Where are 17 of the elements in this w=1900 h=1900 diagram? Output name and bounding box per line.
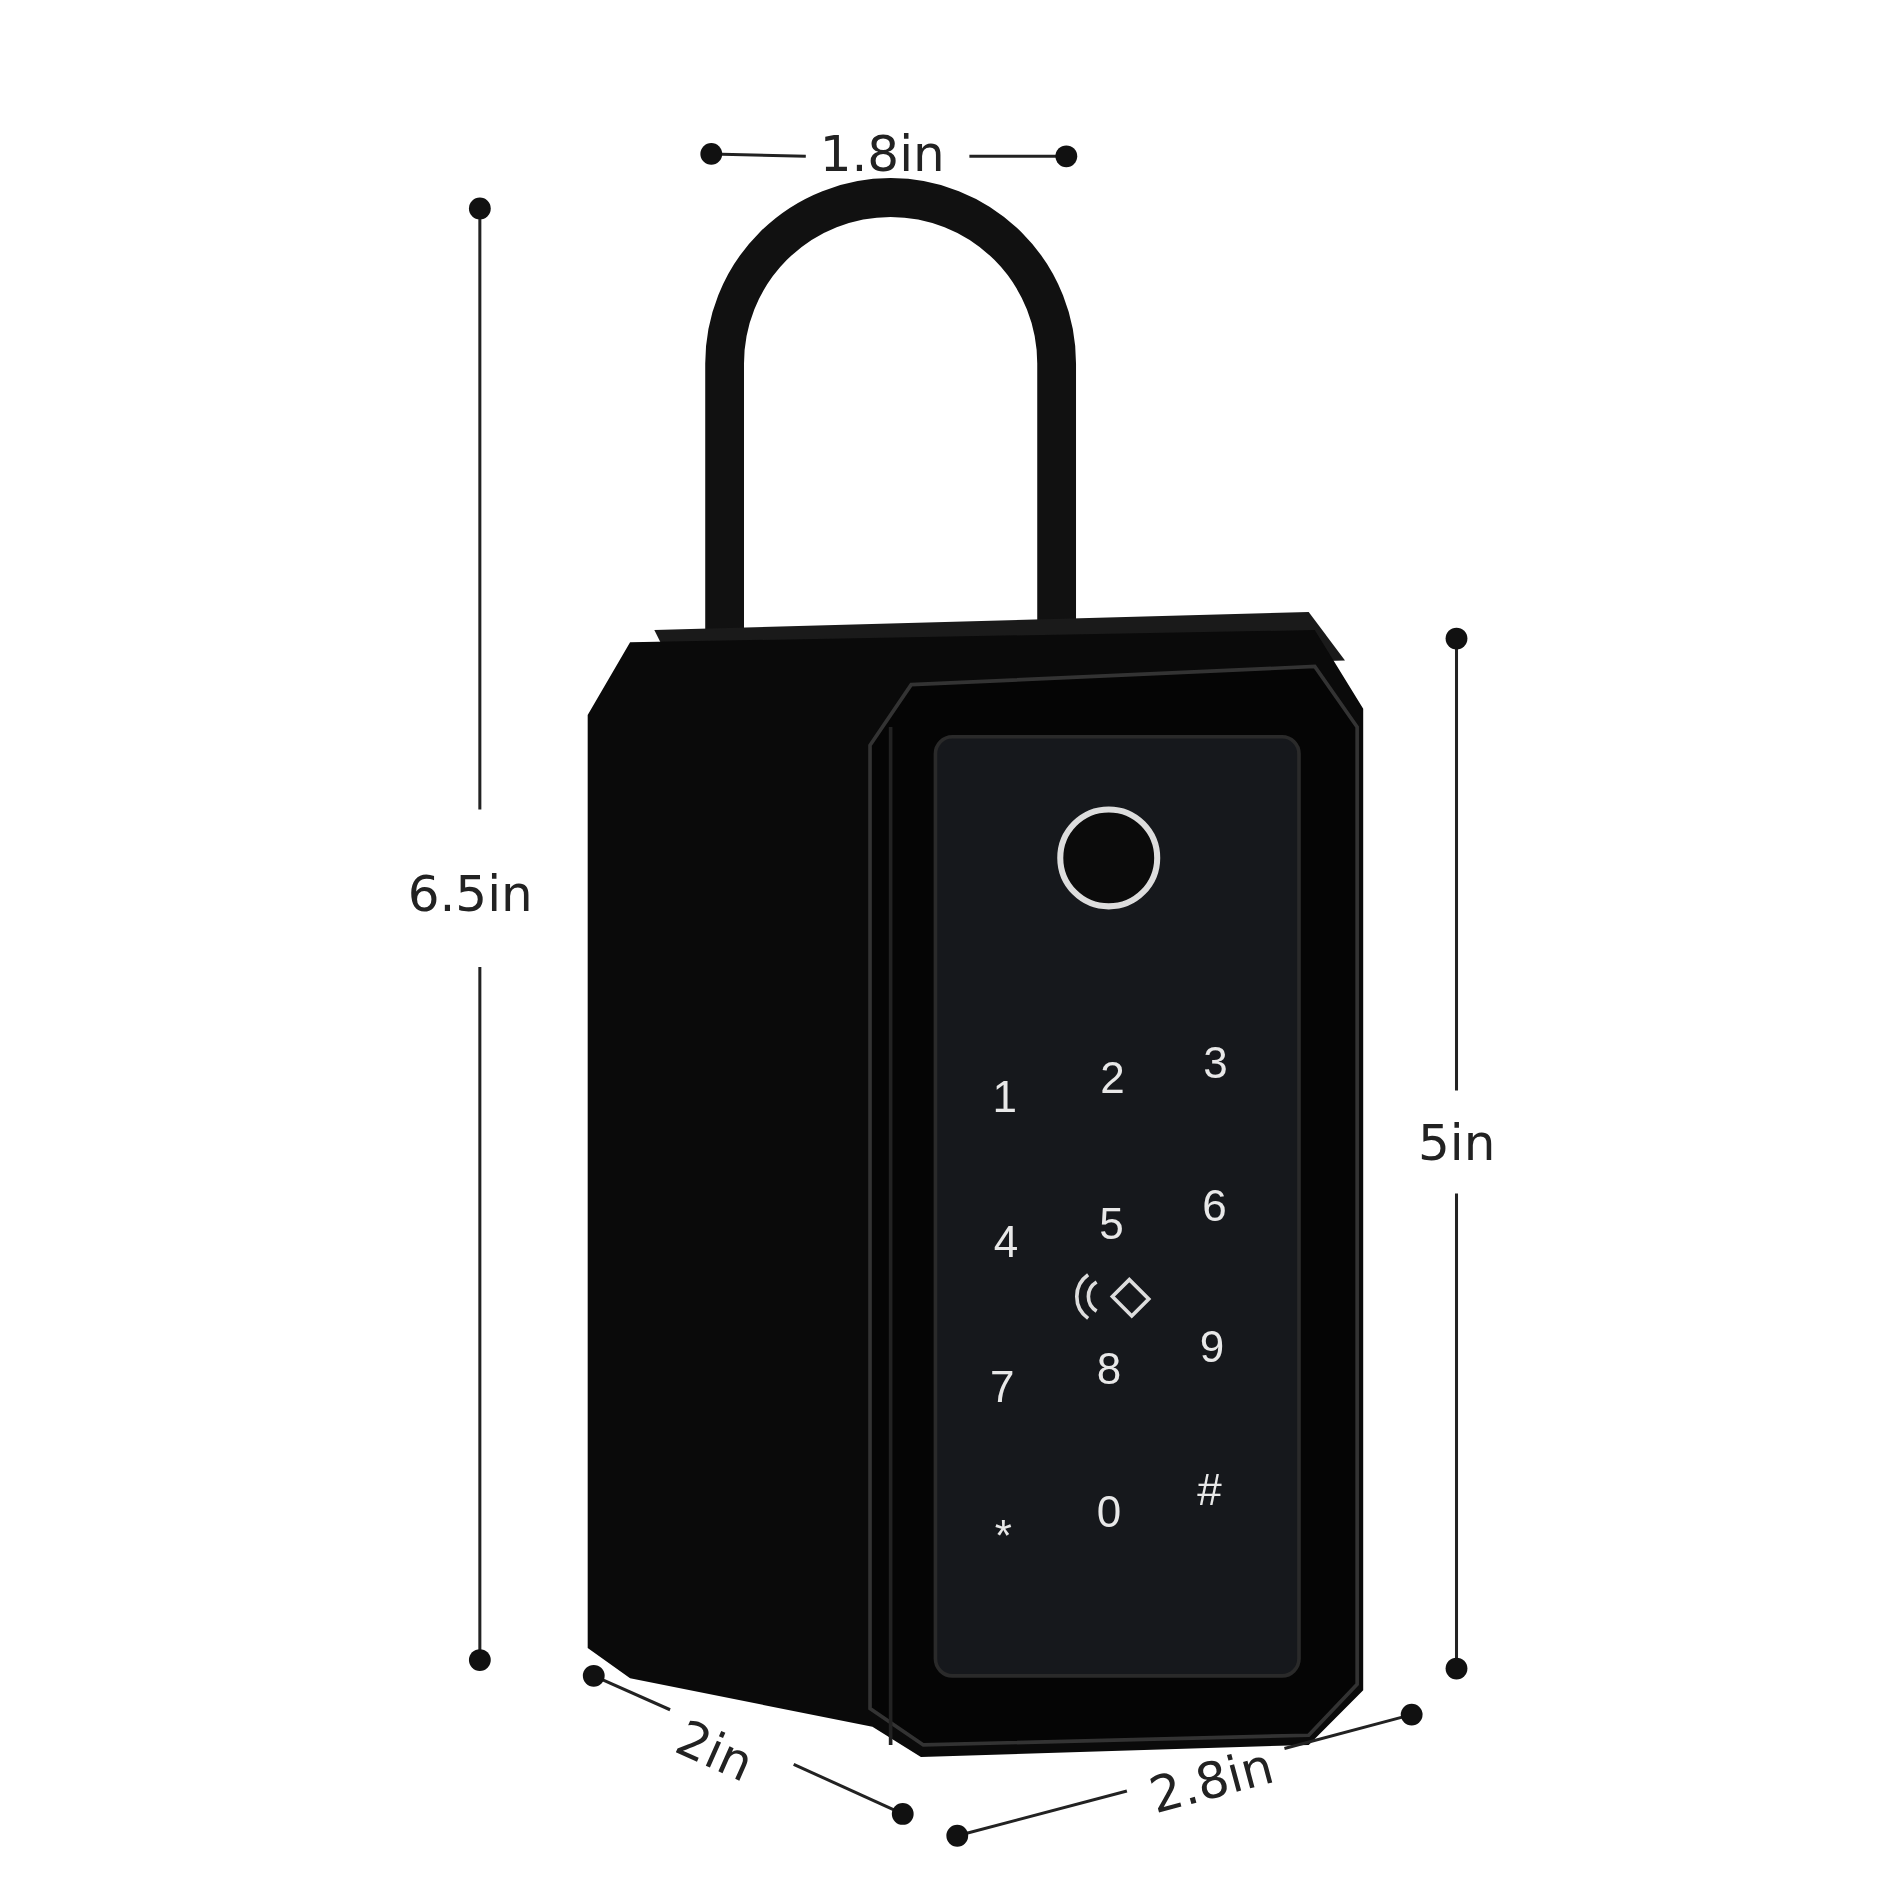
keypad-key-label: * [994, 1514, 1012, 1559]
dimension-label: 2in [669, 1712, 761, 1790]
dimension-label: 2.8in [1144, 1740, 1279, 1822]
keypad-key-label: 3 [1203, 1040, 1228, 1085]
keypad-key-label: 7 [990, 1365, 1015, 1410]
keypad-key-label: 8 [1096, 1347, 1122, 1392]
dimension-label: 6.5in [407, 869, 533, 920]
keypad-key-label: # [1197, 1468, 1222, 1513]
keypad-key-label: 6 [1202, 1183, 1227, 1228]
keypad-key-label: 2 [1100, 1056, 1125, 1101]
keypad-key-label: 0 [1096, 1490, 1122, 1535]
keypad-key-label: 5 [1099, 1201, 1124, 1246]
keypad-key-label: 9 [1199, 1325, 1225, 1370]
keypad-key-label: 1 [992, 1074, 1017, 1119]
dimension-label: 5in [1418, 1117, 1496, 1168]
dimension-label: 1.8in [819, 128, 945, 179]
keypad-key-label: 4 [993, 1220, 1019, 1264]
